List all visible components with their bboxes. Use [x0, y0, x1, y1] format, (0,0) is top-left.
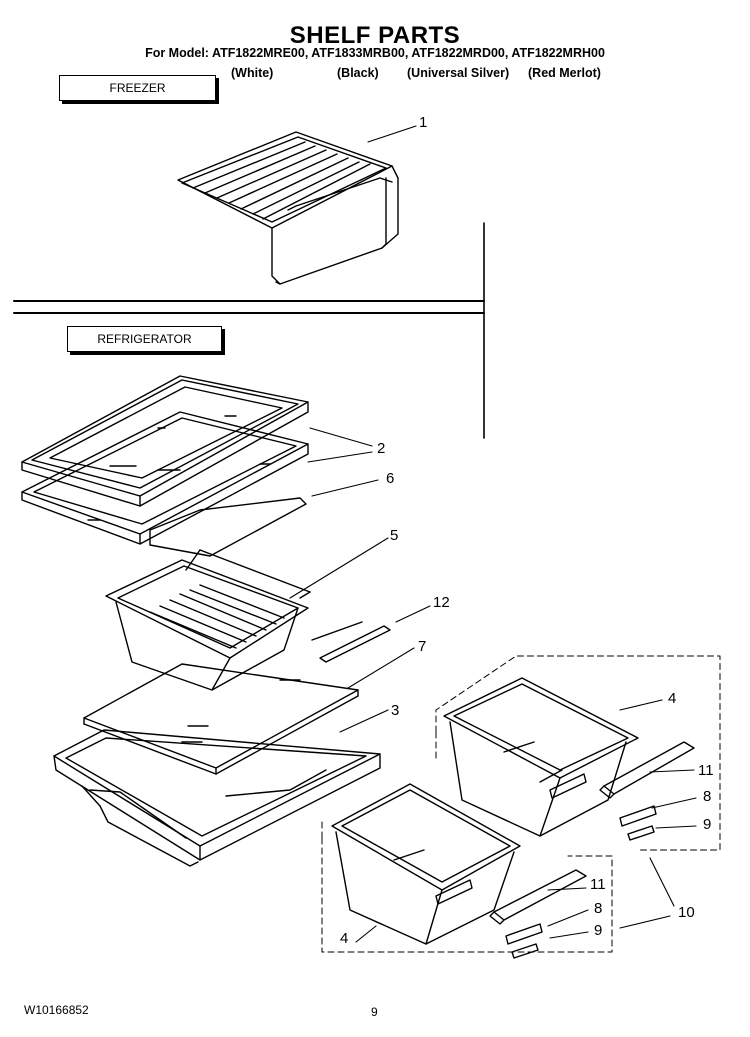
part-9-stop-left	[511, 943, 539, 959]
part-4-crisper-drawer-right	[443, 677, 639, 837]
finish-black: (Black)	[337, 66, 379, 80]
callout-8-left: 8	[594, 900, 603, 917]
part-3-crisper-frame	[53, 729, 381, 867]
callout-11-right: 11	[698, 762, 714, 779]
callout-7: 7	[418, 638, 427, 655]
assembly-box-left	[321, 837, 613, 953]
freezer-section-label: FREEZER	[59, 75, 216, 101]
callout-4-right: 4	[668, 690, 677, 707]
part-5-upper-drawer	[105, 549, 311, 691]
document-code: W10166852	[24, 1003, 89, 1017]
page-title: SHELF PARTS	[289, 22, 461, 49]
section-dividers	[13, 222, 485, 439]
part-12-rail	[311, 621, 391, 663]
callout-4-left: 4	[340, 930, 349, 947]
part-8-clip-right	[619, 805, 657, 827]
part-9-stop-right	[627, 825, 655, 841]
callout-3: 3	[391, 702, 400, 719]
finish-white: (White)	[231, 66, 274, 80]
callout-9-right: 9	[703, 816, 712, 833]
part-8-clip-left	[505, 923, 543, 945]
callout-6: 6	[386, 470, 395, 487]
finish-red-merlot: (Red Merlot)	[528, 66, 601, 80]
callout-12: 12	[433, 594, 450, 611]
part-6-shelf-frame	[21, 411, 309, 557]
assembly-box-right	[435, 655, 721, 851]
callout-1: 1	[419, 114, 428, 131]
part-11-slide-rail-right	[599, 741, 695, 799]
callout-11-left: 11	[590, 876, 606, 893]
part-1-freezer-wire-shelf	[177, 131, 399, 285]
part-11-slide-rail-left	[489, 869, 587, 925]
part-4-crisper-drawer-left	[331, 783, 521, 945]
callout-10: 10	[678, 904, 695, 921]
leader-lines	[289, 125, 697, 943]
callout-9-left: 9	[594, 922, 603, 939]
part-7-glass-cover	[83, 663, 359, 775]
refrigerator-section-label: REFRIGERATOR	[67, 326, 222, 352]
page-number: 9	[371, 1005, 378, 1019]
callout-2: 2	[377, 440, 386, 457]
model-list: For Model: ATF1822MRE00, ATF1833MRB00, A…	[145, 46, 605, 60]
callout-5: 5	[390, 527, 399, 544]
part-2-glass-shelf-upper	[21, 375, 309, 507]
finish-universal-silver: (Universal Silver)	[407, 66, 510, 80]
callout-8-right: 8	[703, 788, 712, 805]
